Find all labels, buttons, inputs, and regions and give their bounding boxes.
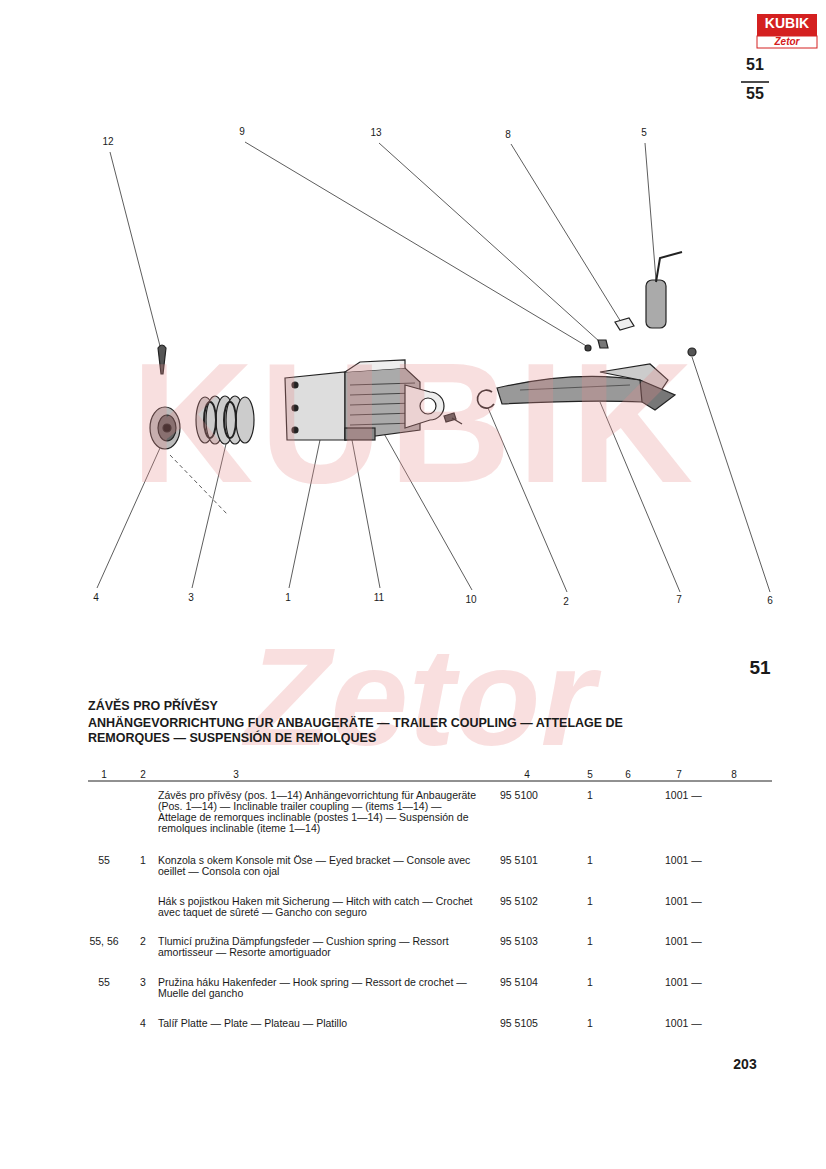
table-cell: 1001 — (665, 977, 725, 989)
callout-number: 5 (634, 127, 654, 138)
table-cell: 1 (582, 855, 598, 867)
column-header: 2 (135, 769, 151, 780)
table-cell: Konzola s okem Konsole mit Öse — Eyed br… (158, 855, 478, 877)
logo-text: Zetor (757, 36, 817, 47)
callout-number: 8 (498, 129, 518, 140)
table-cell: 95 5105 (500, 1018, 560, 1030)
callout-number: 4 (86, 592, 106, 603)
table-cell: Závěs pro přívěsy (pos. 1—14) Anhängevor… (158, 790, 478, 834)
callout-number: 12 (98, 136, 118, 147)
callout-number: 2 (556, 596, 576, 607)
table-cell: 1 (582, 1018, 598, 1030)
callout-number: 13 (366, 127, 386, 138)
table-cell: 95 5101 (500, 855, 560, 867)
column-header: 3 (228, 769, 244, 780)
table-cell: 55, 56 (82, 936, 126, 948)
callout-number: 9 (232, 126, 252, 137)
column-header: 4 (519, 769, 535, 780)
logo-box (757, 14, 817, 36)
callout-number: 6 (760, 595, 780, 606)
column-header: 7 (671, 769, 687, 780)
callout-number: 3 (181, 592, 201, 603)
logo-band (757, 36, 817, 48)
watermark: Zetor (160, 620, 680, 774)
table-cell: 1001 — (665, 1018, 725, 1030)
page-number: 203 (725, 1057, 765, 1072)
table-cell: Talíř Platte — Plate — Plateau — Platill… (158, 1018, 478, 1029)
table-cell: 1 (133, 855, 153, 867)
table-cell: 55 (82, 855, 126, 867)
section-number: 51 (740, 658, 780, 679)
column-header: 8 (726, 769, 742, 780)
table-cell: 95 5100 (500, 790, 560, 802)
table-cell: 1001 — (665, 936, 725, 948)
table-cell: Pružina háku Hakenfeder — Hook spring — … (158, 977, 478, 999)
table-cell: 95 5103 (500, 936, 560, 948)
callout-number: 10 (461, 594, 481, 605)
heading: ANHÄNGEVORRICHTUNG FUR ANBAUGERÄTE — TRA… (88, 716, 648, 746)
watermark: KUBIK (105, 330, 725, 517)
table-cell: 1 (582, 936, 598, 948)
column-header: 5 (582, 769, 598, 780)
table-cell: 95 5104 (500, 977, 560, 989)
table-cell: 4 (133, 1018, 153, 1030)
table-cell: 1 (582, 977, 598, 989)
page-number: 55 (740, 85, 770, 103)
callout-number: 1 (278, 592, 298, 603)
page-number: 51 (740, 56, 770, 74)
table-cell: 95 5102 (500, 896, 560, 908)
fraction-line (741, 81, 769, 83)
table-cell: 2 (133, 936, 153, 948)
table-cell: 1 (582, 896, 598, 908)
column-header: 1 (96, 769, 112, 780)
table-cell: 1001 — (665, 790, 725, 802)
table-cell: Tlumicí pružina Dämpfungsfeder — Cushion… (158, 936, 478, 958)
column-header: 6 (620, 769, 636, 780)
table-cell: 1 (582, 790, 598, 802)
table-cell: 55 (82, 977, 126, 989)
leader-lines (97, 142, 770, 592)
logo-text: KUBIK (757, 16, 817, 31)
table-cell: Hák s pojistkou Haken mit Sicherung — Hi… (158, 896, 478, 918)
table-rule (88, 781, 772, 782)
table-cell: 1001 — (665, 896, 725, 908)
callout-number: 11 (369, 592, 389, 603)
table-cell: 1001 — (665, 855, 725, 867)
callout-number: 7 (669, 594, 689, 605)
table-cell: 3 (133, 977, 153, 989)
